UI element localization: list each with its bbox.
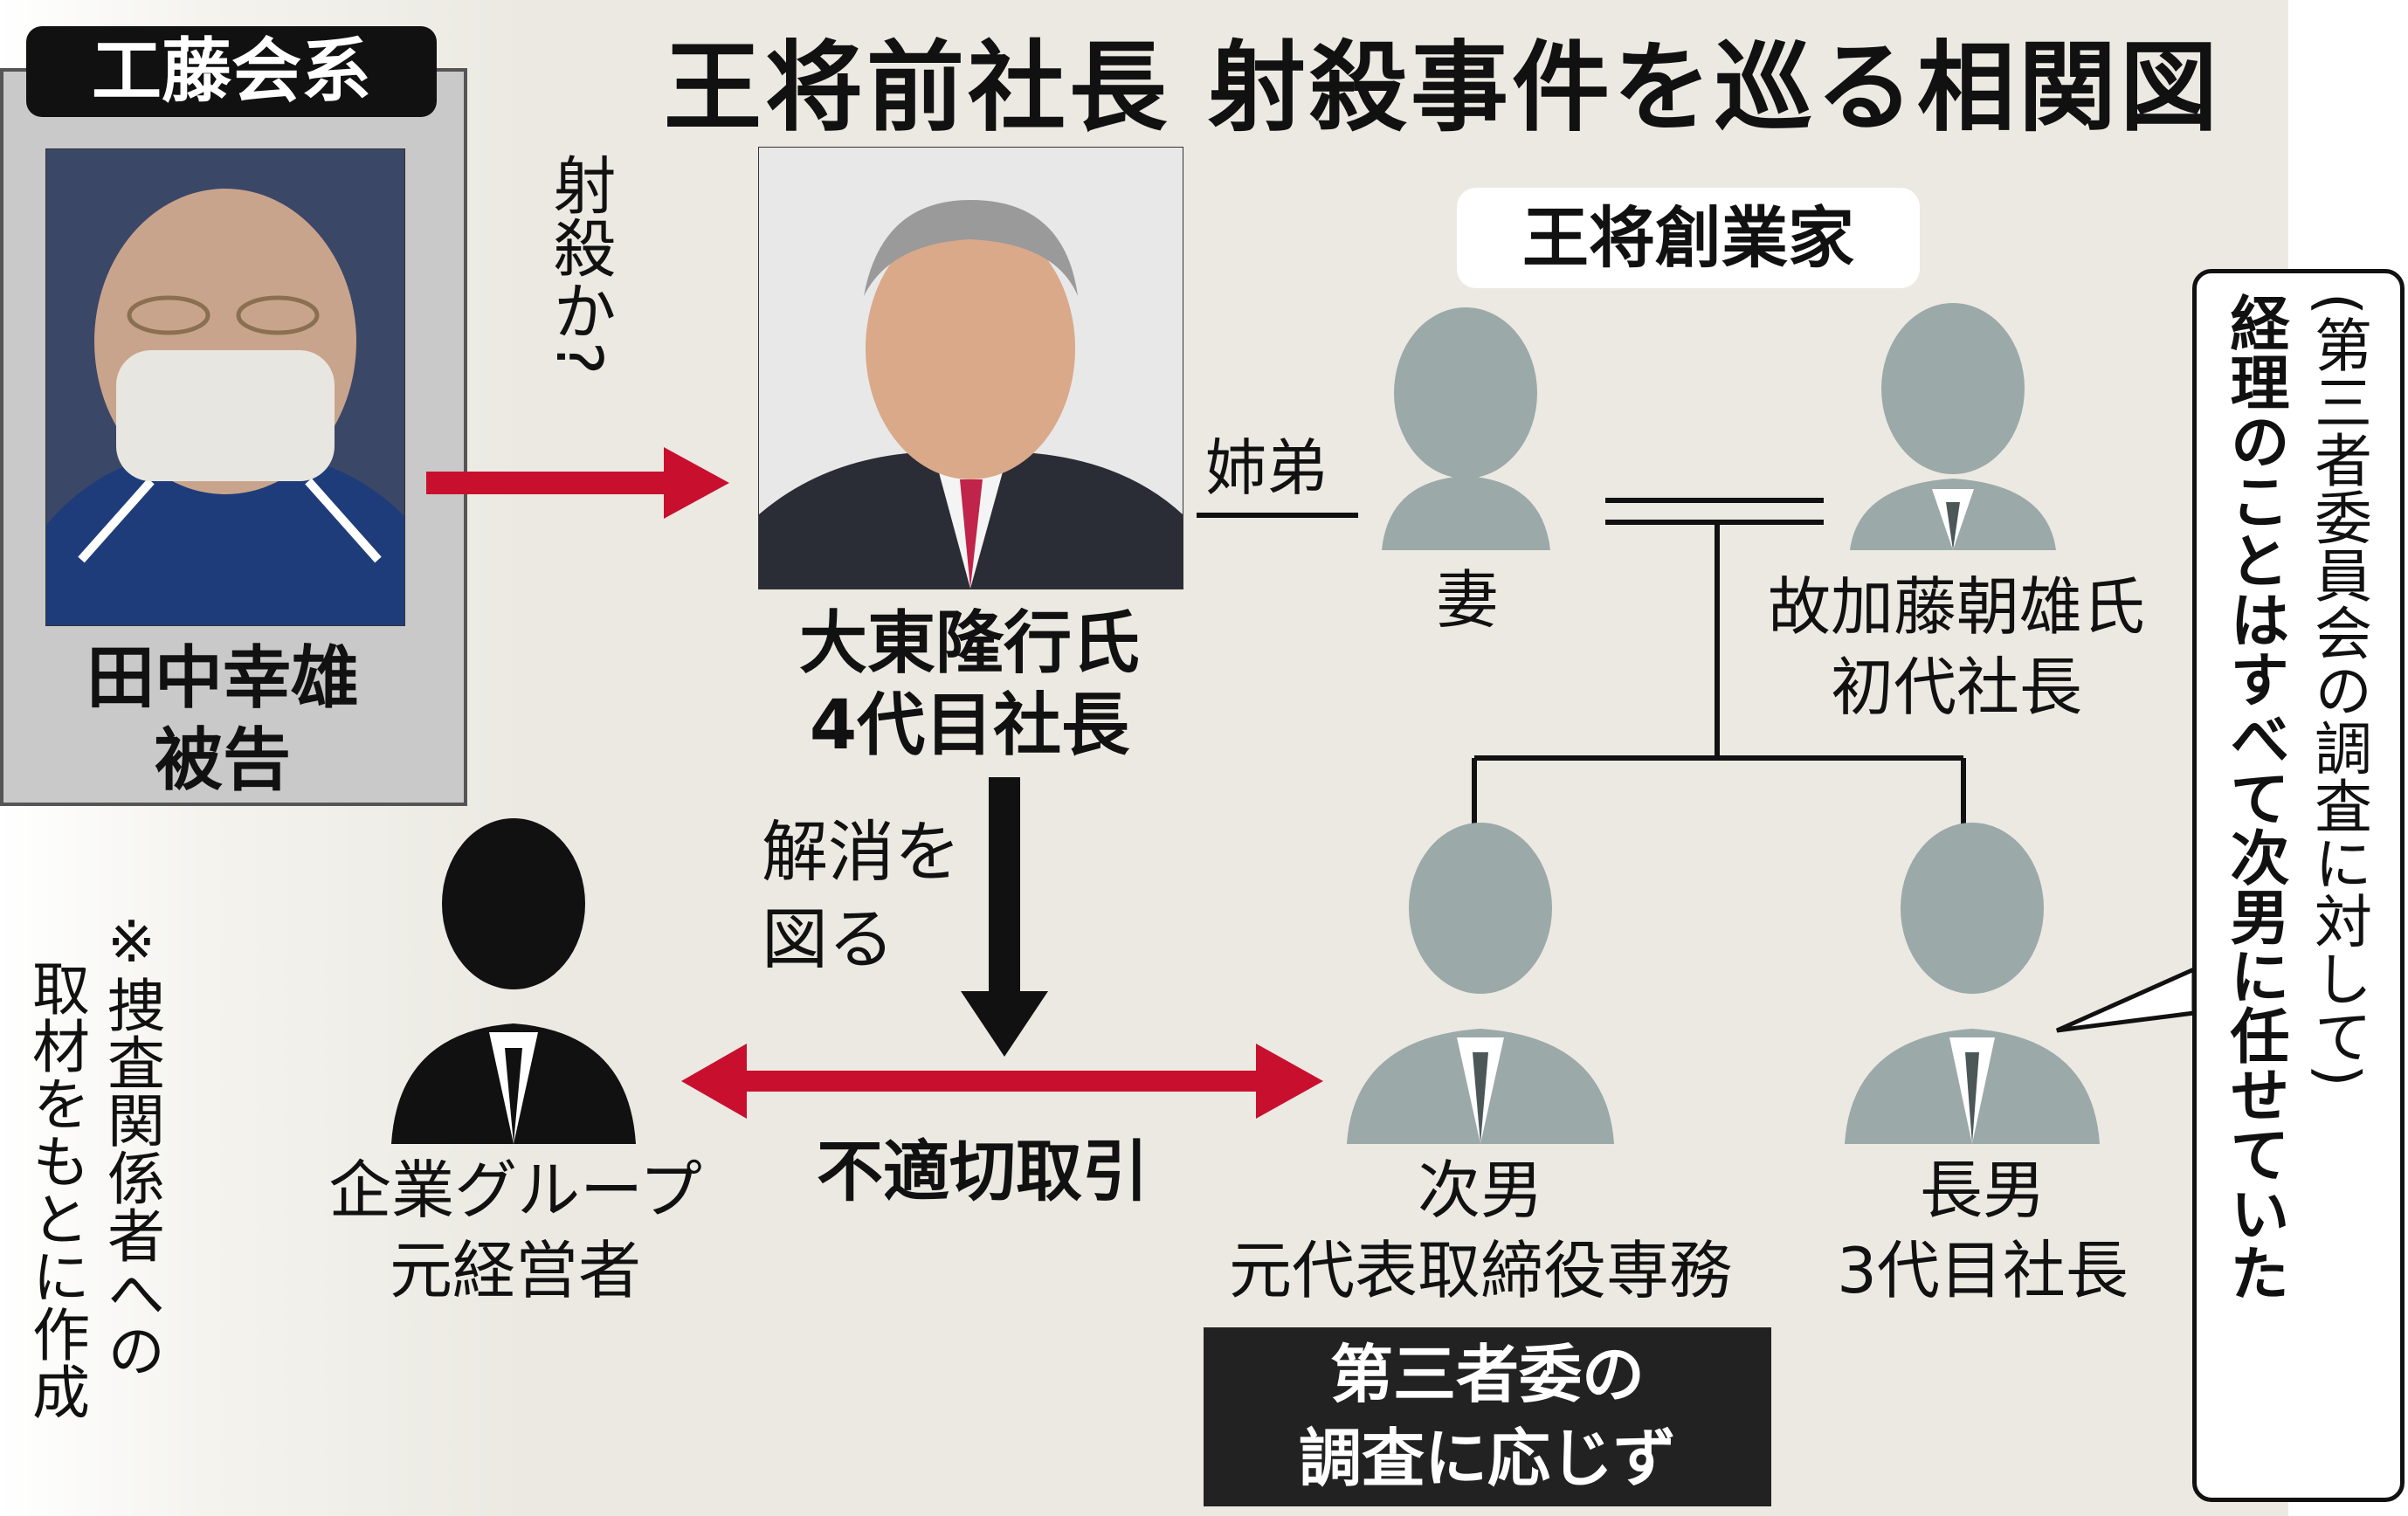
quote-callout — [2192, 269, 2405, 1502]
president4-name: 大東隆行氏 — [798, 604, 1140, 683]
president4-role: 4代目社長 — [809, 686, 1130, 765]
refused-line-2: 調査に応じず — [1298, 1422, 1676, 1495]
former-manager-name: 企業グループ — [328, 1154, 702, 1227]
eldest-son-name: 長男 — [1919, 1154, 2046, 1227]
second-son-silhouette — [1347, 823, 1614, 1144]
wife-label: 妻 — [1435, 563, 1499, 637]
shoot-arrow — [426, 447, 729, 519]
quote-line-2: 経理のことはすべて次男に任せていた — [2219, 293, 2288, 1302]
family-tag: 王将創業家 — [1457, 188, 1920, 288]
improper-deal-label: 不適切取引 — [817, 1133, 1149, 1210]
resolve-label-2: 図る — [762, 900, 894, 978]
sibling-label: 姉弟 — [1205, 432, 1328, 504]
resolve-label-1: 解消を — [762, 813, 961, 891]
founder-name: 故加藤朝雄氏 — [1767, 570, 2145, 644]
eldest-son-role: 3代目社長 — [1837, 1234, 2129, 1307]
arrow-shoot-label: 射殺か? — [542, 153, 616, 376]
former-manager-silhouette — [391, 818, 636, 1144]
eldest-son-silhouette — [1845, 823, 2100, 1144]
diagram-title: 王将前社長 射殺事件を巡る相関図 — [664, 31, 2221, 145]
note-line-1: ※捜査関係者への — [98, 908, 165, 1379]
second-son-name: 次男 — [1417, 1154, 1543, 1227]
improper-deal-arrow — [681, 1044, 1323, 1119]
refused-line-1: 第三者委の — [1329, 1338, 1645, 1411]
president4-photo — [758, 147, 1183, 589]
founder-silhouette — [1850, 303, 2056, 550]
former-manager-role: 元経営者 — [389, 1234, 641, 1307]
callout-pointer — [2055, 966, 2197, 1033]
note-line-2: 取材をもとに作成 — [23, 959, 90, 1420]
wife-silhouette — [1382, 307, 1550, 550]
group-tag: 工藤会系 — [26, 26, 437, 117]
founder-role: 初代社長 — [1830, 651, 2082, 724]
defendant-role: 被告 — [154, 721, 291, 800]
refused-panel: 第三者委の 調査に応じず — [1204, 1327, 1771, 1506]
resolve-arrow — [961, 777, 1048, 1057]
quote-line-1: (第三者委員会の調査に対して) — [2305, 293, 2372, 1087]
defendant-photo — [45, 148, 405, 626]
defendant-name: 田中幸雄 — [86, 639, 359, 718]
second-son-role: 元代表取締役専務 — [1228, 1234, 1732, 1307]
